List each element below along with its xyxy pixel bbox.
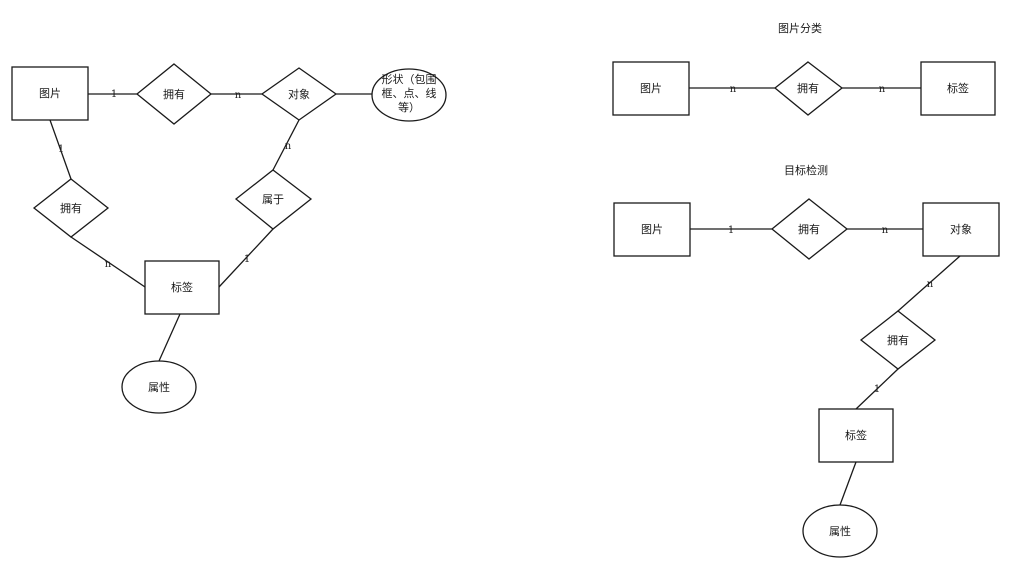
- edge-has-left-label: [70, 236, 146, 288]
- attribute-shape[interactable]: 形状（包围 框、点、线 等）: [371, 68, 447, 122]
- cls-entity-label[interactable]: 标签: [920, 61, 996, 116]
- cls-relation-has-label: 拥有: [797, 81, 819, 95]
- card-belongs-label: 1: [244, 254, 250, 265]
- classification-title: 图片分类: [778, 21, 822, 35]
- relation-belongs[interactable]: 属于: [234, 169, 313, 230]
- card-picture-has-left: 1: [58, 144, 64, 155]
- card-object-belongs: n: [285, 141, 292, 152]
- attribute-attribute-label: 属性: [148, 380, 170, 394]
- det-entity-picture[interactable]: 图片: [613, 202, 691, 257]
- det-attribute-attribute-label: 属性: [829, 524, 851, 538]
- card-det-picture-has: 1: [728, 225, 734, 236]
- attribute-attribute[interactable]: 属性: [121, 360, 197, 414]
- left-er-diagram: 1 n 1 n n 1 图片 拥有 对象 形状（包围 框、点、线 等） 拥有: [11, 63, 447, 414]
- relation-object[interactable]: 对象: [260, 67, 338, 121]
- attribute-shape-line-2: 框、点、线: [382, 86, 437, 100]
- card-cls-picture-has: n: [730, 84, 737, 95]
- edge-belongs-label: [218, 228, 274, 288]
- cls-entity-picture-label: 图片: [640, 82, 662, 95]
- card-has-left-label: n: [105, 259, 112, 270]
- edge-label-attribute: [158, 313, 181, 362]
- det-entity-object-label: 对象: [950, 222, 972, 236]
- edge-det-object-has: [897, 255, 961, 312]
- relation-has-top[interactable]: 拥有: [135, 63, 213, 125]
- card-has-top-object: n: [235, 90, 242, 101]
- det-relation-has-top-label: 拥有: [798, 222, 820, 236]
- relation-belongs-label: 属于: [262, 193, 284, 206]
- det-attribute-attribute[interactable]: 属性: [802, 504, 878, 558]
- attribute-shape-line-1: 形状（包围: [382, 72, 437, 86]
- card-det-has-object: n: [882, 225, 889, 236]
- card-det-has-label: 1: [874, 384, 880, 395]
- entity-picture[interactable]: 图片: [11, 66, 89, 121]
- det-entity-label-label: 标签: [845, 428, 867, 442]
- edge-object-belongs: [272, 119, 300, 171]
- det-entity-picture-label: 图片: [641, 223, 663, 236]
- cls-entity-picture[interactable]: 图片: [612, 61, 690, 116]
- det-entity-object[interactable]: 对象: [922, 202, 1000, 257]
- entity-picture-label: 图片: [39, 87, 61, 100]
- relation-has-top-label: 拥有: [163, 87, 185, 101]
- classification-er-diagram: 图片分类 n n 图片 拥有 标签: [612, 21, 996, 116]
- edge-picture-has-left: [49, 119, 72, 180]
- card-cls-has-label: n: [879, 84, 886, 95]
- cls-relation-has[interactable]: 拥有: [773, 61, 844, 116]
- relation-has-left[interactable]: 拥有: [32, 178, 110, 238]
- edge-det-label-attribute: [839, 461, 857, 506]
- det-entity-label[interactable]: 标签: [818, 408, 894, 463]
- edge-det-has-label: [855, 368, 899, 410]
- entity-label-label: 标签: [171, 280, 193, 294]
- relation-object-label: 对象: [288, 87, 310, 101]
- det-relation-has-mid[interactable]: 拥有: [859, 310, 937, 370]
- card-picture-has-top: 1: [111, 89, 117, 100]
- relation-has-left-label: 拥有: [60, 201, 82, 215]
- detection-er-diagram: 目标检测 1 n n 1 图片 拥有 对象 拥有 标签: [613, 163, 1000, 558]
- det-relation-has-top[interactable]: 拥有: [770, 198, 849, 260]
- attribute-shape-line-3: 等）: [398, 100, 420, 114]
- detection-title: 目标检测: [784, 163, 828, 177]
- det-relation-has-mid-label: 拥有: [887, 333, 909, 347]
- card-det-object-has: n: [927, 279, 934, 290]
- cls-entity-label-label: 标签: [947, 81, 969, 95]
- entity-label[interactable]: 标签: [144, 260, 220, 315]
